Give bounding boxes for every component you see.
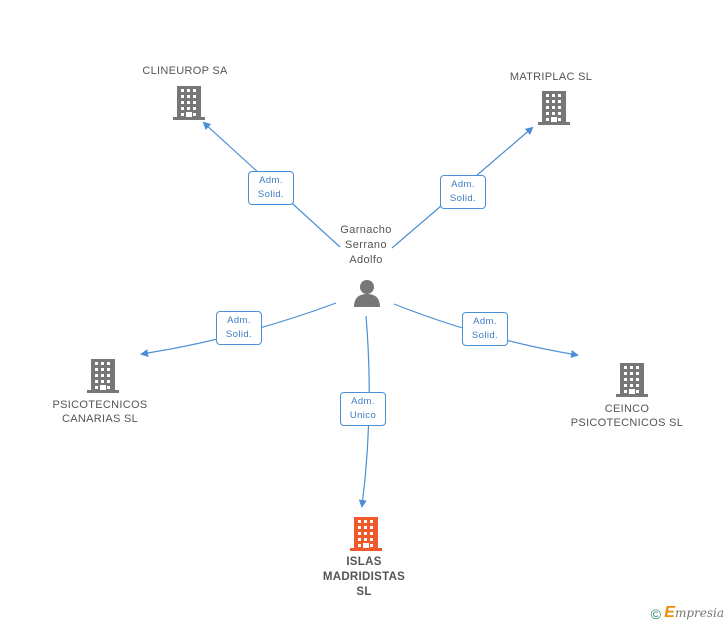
brand-name: mpresia [674,606,724,620]
copyright-symbol: © [650,605,661,622]
building-icon [616,363,648,397]
person-name[interactable]: Garnacho Serrano Adolfo [340,224,392,266]
person-icon[interactable] [352,279,382,307]
company-node-ceinco[interactable] [616,363,648,402]
company-name-ceinco[interactable]: CEINCO PSICOTECNICOS SL [570,403,684,429]
company-name-matriplac[interactable]: MATRIPLAC SL [509,71,593,83]
company-node-clineurop[interactable] [173,86,205,125]
company-name-islas-madridistas[interactable]: ISLAS MADRIDISTAS SL [322,556,406,598]
building-icon [538,91,570,125]
company-name-clineurop[interactable]: CLINEUROP SA [142,65,228,77]
relation-label-ceinco[interactable]: Adm. Solid. [462,312,508,346]
building-icon [87,359,119,393]
building-icon [350,517,382,551]
company-node-islas-madridistas[interactable] [350,517,382,556]
relation-label-islas-madridistas[interactable]: Adm. Unico [340,392,386,426]
building-icon [173,86,205,120]
brand-footer[interactable]: © Empresia [651,604,724,622]
brand-logo-initial: E [664,604,675,621]
relation-label-matriplac[interactable]: Adm. Solid. [440,175,486,209]
company-name-psicotecnicos-canarias[interactable]: PSICOTECNICOS CANARIAS SL [52,399,148,425]
company-node-psicotecnicos-canarias[interactable] [87,359,119,398]
relation-label-psicotecnicos-canarias[interactable]: Adm. Solid. [216,311,262,345]
company-node-matriplac[interactable] [538,91,570,130]
relation-label-clineurop[interactable]: Adm. Solid. [248,171,294,205]
